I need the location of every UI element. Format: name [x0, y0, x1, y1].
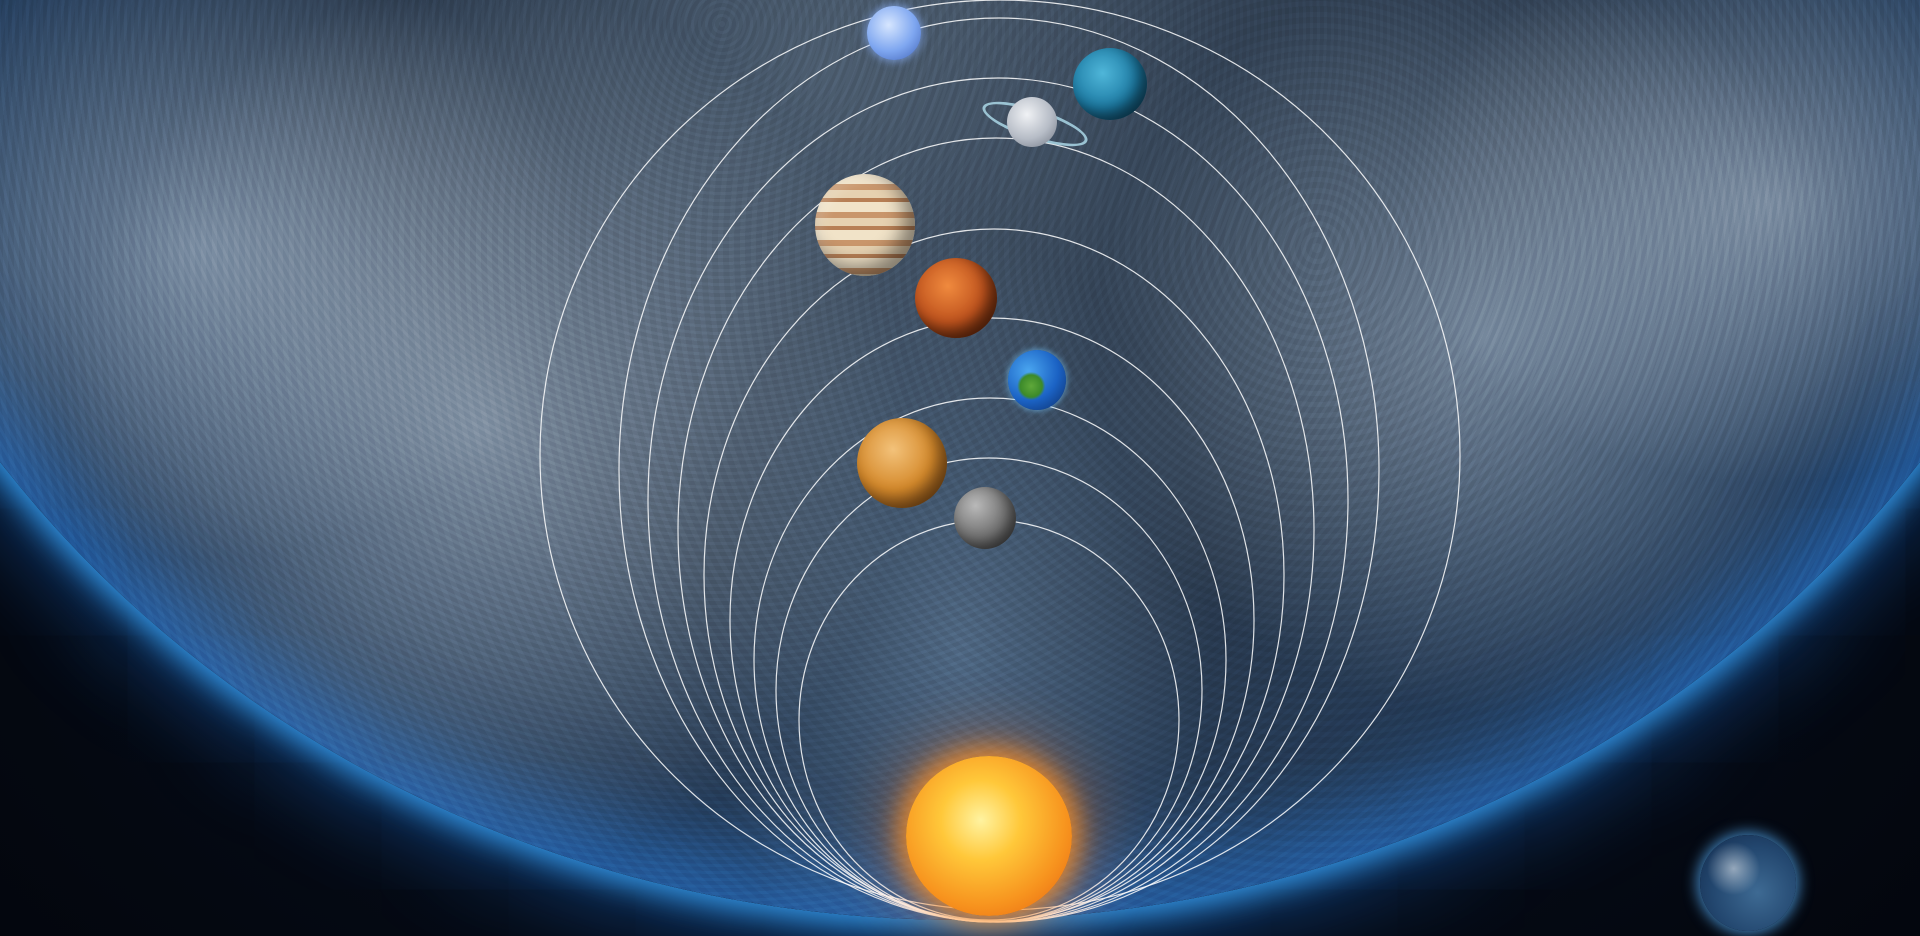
sun-icon[interactable] [906, 756, 1072, 916]
earth-icon[interactable] [1008, 350, 1066, 410]
jupiter-icon[interactable] [815, 174, 915, 276]
uranus-icon[interactable] [867, 6, 921, 60]
small-earth-icon [1700, 835, 1796, 931]
neptune-icon[interactable] [1073, 48, 1147, 120]
venus-icon[interactable] [857, 418, 947, 508]
mercury-icon[interactable] [954, 487, 1016, 549]
saturn-icon[interactable] [1007, 97, 1057, 147]
mars-icon[interactable] [915, 258, 997, 338]
